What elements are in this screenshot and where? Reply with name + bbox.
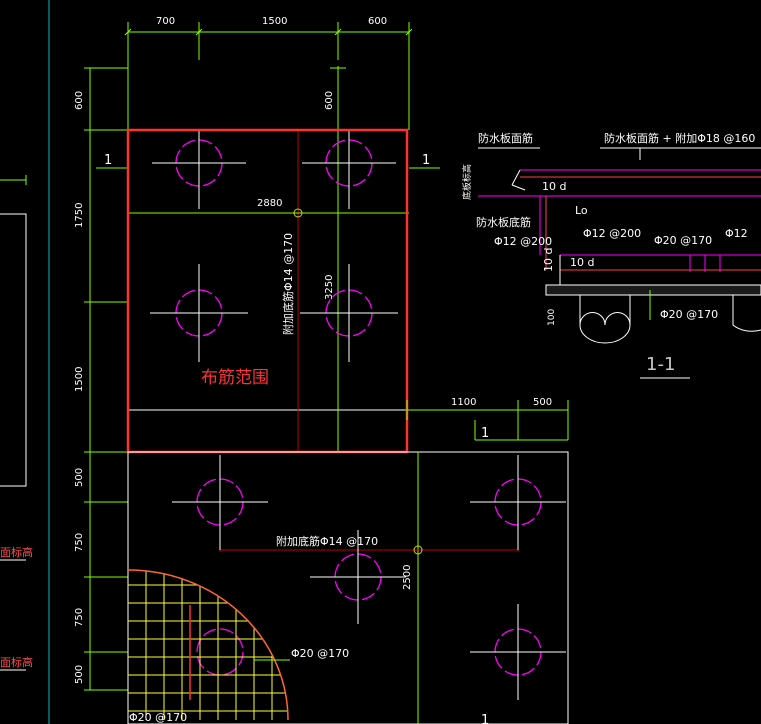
pile-7 — [310, 530, 406, 624]
section-12-200-b: Φ12 @200 — [583, 227, 641, 240]
top-dimensions — [124, 22, 413, 130]
pile-group-lower — [172, 455, 566, 700]
lower-foundation — [127, 451, 569, 724]
dim-3250: 3250 — [324, 275, 335, 300]
pile-9 — [196, 628, 244, 676]
reinforcement-range-boundary — [126, 128, 409, 454]
horizontal-rebar-label: 附加底筋Φ14 @170 — [276, 534, 378, 548]
inner-dim-600 — [330, 66, 346, 130]
pile-1 — [152, 130, 246, 209]
left-panel: 面标高 面标高 — [0, 0, 50, 724]
section-10d-3: 10 d — [542, 248, 555, 272]
pile-6 — [470, 455, 566, 550]
section-lo: Lo — [575, 204, 588, 217]
left-label-2: 面标高 — [0, 655, 33, 669]
vertical-rebar-label: 附加底筋Φ14 @170 — [281, 233, 295, 335]
bottom-left-rebar-label: Φ20 @170 — [129, 711, 187, 724]
dim-left-1750: 1750 — [74, 203, 85, 228]
pile-3 — [150, 264, 248, 362]
section-mark-bottom-right-text: 1 — [481, 426, 489, 441]
section-12-200-a: Φ12 @200 — [494, 235, 552, 248]
section-detail — [478, 147, 761, 379]
dim-left-750b: 750 — [74, 608, 85, 627]
dim-inner-600: 600 — [324, 91, 335, 110]
dim-top-700: 700 — [156, 16, 175, 27]
section-label-bottom-left: 防水板底筋 — [476, 215, 531, 229]
pile-5 — [172, 455, 268, 550]
dim-top-1500: 1500 — [262, 16, 287, 27]
section-mark-bottom-text: 1 — [481, 713, 489, 724]
section-label-side: 底板标高 — [461, 164, 473, 200]
dim-left-1500: 1500 — [74, 367, 85, 392]
dim-2880: 2880 — [257, 198, 282, 209]
dim-left-500b: 500 — [74, 665, 85, 684]
pile-8 — [470, 604, 566, 700]
reinforcement-range-label: 布筋范围 — [201, 368, 269, 388]
section-12-right: Φ12 — [725, 227, 748, 240]
left-label-1: 面标高 — [0, 545, 33, 559]
rebar-lines — [128, 130, 409, 452]
section-mark-right-text: 1 — [422, 153, 430, 168]
dim-top-600: 600 — [368, 16, 387, 27]
pile-2 — [302, 130, 396, 209]
rebar-grid — [128, 570, 288, 720]
left-dimensions — [84, 67, 128, 691]
dim-right-500: 500 — [533, 397, 552, 408]
section-20-170-b: Φ20 @170 — [660, 308, 718, 321]
section-20-170-a: Φ20 @170 — [654, 234, 712, 247]
pile-group-upper — [150, 130, 398, 362]
bottom-rebar-label: Φ20 @170 — [291, 647, 349, 660]
section-10d-1: 10 d — [542, 180, 566, 193]
section-label-top-left: 防水板面筋 — [478, 131, 533, 145]
dim-2500: 2500 — [402, 565, 413, 590]
pile-4 — [300, 264, 398, 362]
right-dimensions — [406, 400, 569, 441]
section-10d-2: 10 d — [570, 256, 594, 269]
dim-left-500a: 500 — [74, 468, 85, 487]
dim-left-750a: 750 — [74, 533, 85, 552]
section-title: 1-1 — [646, 354, 675, 375]
dim-right-1100: 1100 — [451, 397, 476, 408]
section-dim-100: 100 — [547, 309, 557, 326]
dim-left-600: 600 — [74, 91, 85, 110]
section-label-top-right: 防水板面筋 + 附加Φ18 @160 — [604, 131, 755, 145]
rebar-grid-arc — [127, 569, 289, 721]
section-mark-left-text: 1 — [104, 153, 112, 168]
